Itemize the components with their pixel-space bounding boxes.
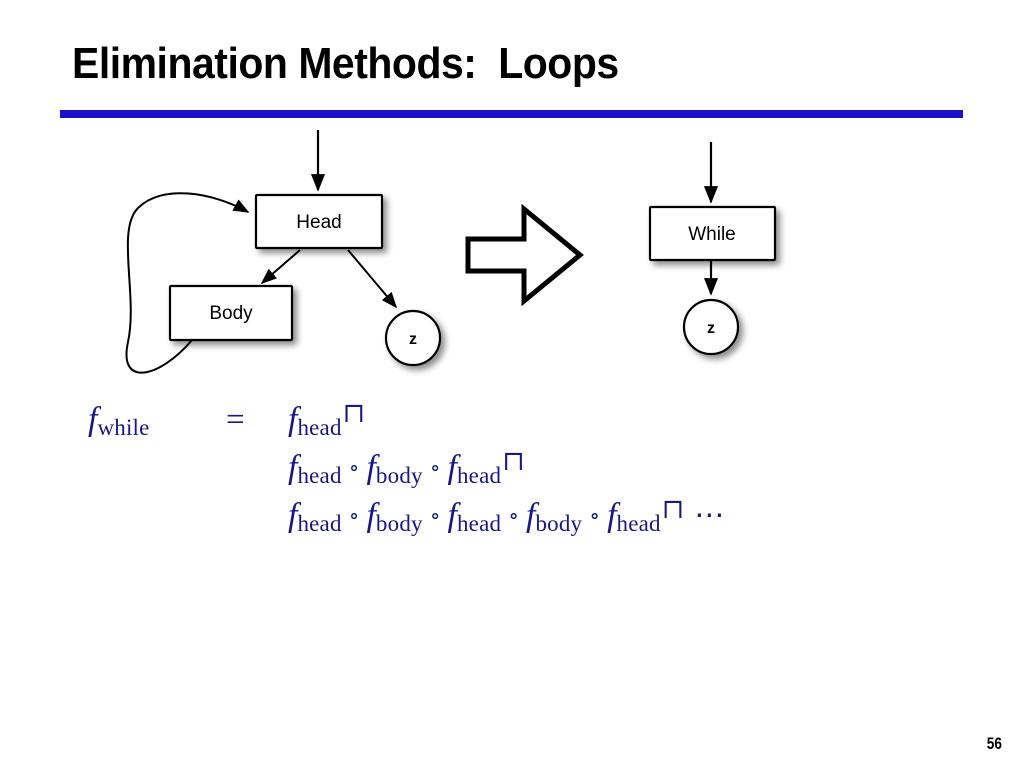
fn-head: fhead (288, 401, 342, 441)
rightwards-block-arrow (465, 203, 584, 307)
fn-body: fbody (366, 497, 423, 537)
formula-line-2: fhead ∘ fbody ∘ fhead ⊓ (88, 446, 998, 494)
diagram-canvas: Head Body z While (125, 130, 777, 374)
compose-operator: ∘ (429, 503, 441, 529)
title-divider (60, 110, 963, 118)
node-z-left[interactable]: z (384, 309, 442, 367)
fn-head: fhead (447, 449, 502, 489)
compose-operator: ∘ (348, 503, 360, 529)
node-z-right-label: z (707, 320, 715, 337)
fn-head: fhead (607, 497, 661, 537)
compose-operator: ∘ (508, 503, 519, 529)
fn-body: fbody (526, 497, 583, 537)
while-cfg-group: While z (648, 142, 777, 356)
fn-while: fwhile (88, 401, 150, 441)
node-body-label: Body (209, 303, 253, 324)
node-z-right[interactable]: z (682, 298, 740, 356)
formula-equals: = (226, 402, 245, 439)
fn-head: fhead (288, 497, 342, 537)
meet-operator: ⊓ (342, 398, 366, 428)
formula-lhs: fwhile (88, 401, 226, 441)
ellipsis: ⋯ (694, 498, 727, 532)
formula-line-1: fwhile = fhead ⊓ (88, 398, 998, 446)
node-z-left-label: z (409, 331, 417, 348)
node-while-label: While (688, 224, 736, 245)
formula-block: fwhile = fhead ⊓ fhead ∘ fbody ∘ fhead ⊓ (88, 398, 998, 542)
node-head[interactable]: Head (254, 193, 384, 250)
fn-body: fbody (366, 449, 423, 489)
compose-operator: ∘ (429, 455, 441, 481)
page-number: 56 (986, 734, 1002, 753)
fn-head: fhead (288, 449, 342, 489)
meet-operator: ⊓ (502, 446, 525, 476)
edge-head-to-z (347, 249, 398, 309)
formula-rhs-3: fhead ∘ fbody ∘ fhead ∘ fbody ∘ fhead ⊓ ⋯ (288, 494, 998, 537)
loop-cfg-group: Head Body z (125, 130, 442, 374)
formula-rhs-1: fhead ⊓ (288, 398, 998, 441)
node-head-label: Head (296, 212, 341, 233)
node-while[interactable]: While (648, 205, 777, 262)
node-body[interactable]: Body (168, 284, 294, 342)
fn-head: fhead (447, 497, 502, 537)
meet-operator: ⊓ (661, 494, 685, 524)
compose-operator: ∘ (348, 455, 360, 481)
formula-rhs-2: fhead ∘ fbody ∘ fhead ⊓ (288, 446, 998, 489)
edge-head-to-body (260, 249, 301, 285)
edge-body-to-head-backedge (125, 192, 250, 374)
compose-operator: ∘ (589, 503, 601, 529)
formula-line-3: fhead ∘ fbody ∘ fhead ∘ fbody ∘ fhead ⊓ ⋯ (88, 494, 998, 542)
page-title: Elimination Methods: Loops (72, 39, 619, 88)
